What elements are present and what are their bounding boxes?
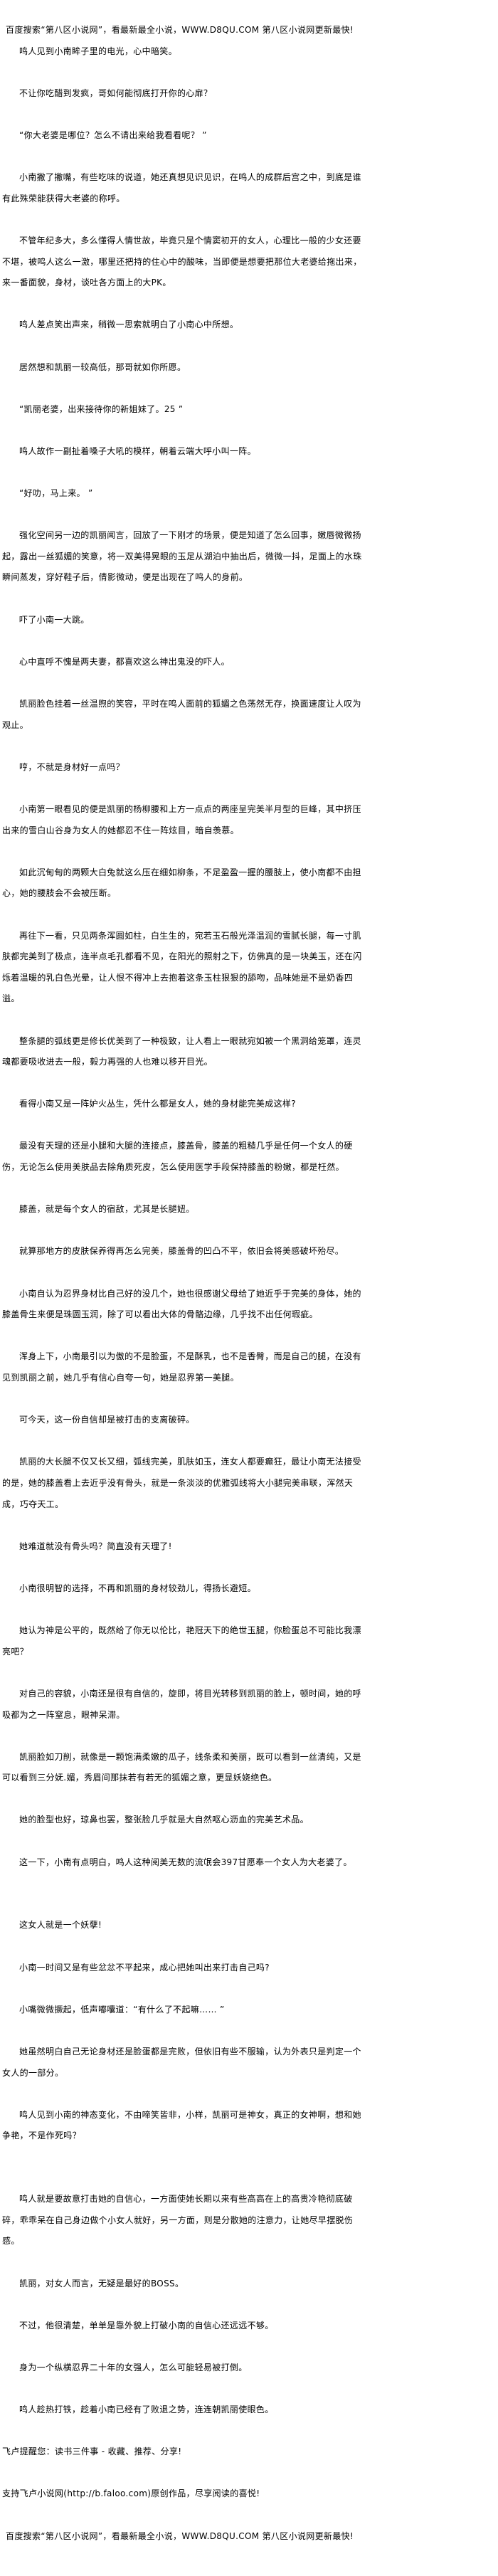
paragraph: 这女人就是一个妖孽! [19, 1920, 102, 1931]
paragraph: 鸣人差点笑出声来，稍微一思索就明白了小南心中所想。 [19, 320, 239, 330]
paragraph: 小南第一眼看见的便是凯丽的杨柳腰和上方一点点的两座呈完美半月型的巨峰，其中挤压出… [2, 803, 361, 835]
paragraph: 凯丽脸色挂着一丝温煦的笑容，平时在鸣人面前的狐媚之色荡然无存，换面速度让人叹为观… [2, 699, 361, 730]
paragraph: 心中直呼不愧是两夫妻，都喜欢这么神出鬼没的吓人。 [19, 656, 230, 667]
paragraph: 不管年纪多大，多么懂得人情世故，毕竟只是个情窦初开的女人，心理比一般的少女还要不… [2, 235, 362, 288]
paragraph: 小南撇了撇嘴，有些吃味的说道，她还真想见识见识，在鸣人的成群后宫之中，到底是谁有… [2, 172, 361, 204]
paragraph: 吓了小南一大跳。 [19, 614, 90, 625]
site-banner-top: 百度搜索“第八区小说网”，看最新最全小说，WWW.D8QU.COM 第八区小说网… [6, 25, 354, 35]
paragraph: 鸣人故作一副扯着嗓子大吼的模样，朝着云端大呼小叫一阵。 [19, 445, 256, 456]
paragraph: 小南很明智的选择，不再和凯丽的身材较劲儿，得扬长避短。 [19, 1583, 256, 1593]
paragraph: “凯丽老婆，出来接待你的新姐妹了。25 ” [19, 403, 184, 414]
paragraph: 可今天，这一份自信却是被打击的支离破碎。 [19, 1415, 195, 1425]
paragraph: 小南自认为忍界身材比自己好的没几个，她也很感谢父母给了她近乎于完美的身体，她的膝… [2, 1288, 361, 1320]
paragraph: 她难道就没有骨头吗？简直没有天理了! [19, 1541, 172, 1551]
paragraph: 对自己的容貌，小南还是很有自信的，旋即，将目光转移到凯丽的脸上，顿时间，她的呼吸… [2, 1688, 361, 1720]
paragraph: “你大老婆是哪位？怎么不请出来给我看看呢？ ” [19, 130, 207, 140]
paragraph: 整条腿的弧线更是修长优美到了一种极致，让人看上一眼就宛如被一个黑洞给笼罩，连灵魂… [2, 1035, 361, 1067]
site-banner-bottom: 百度搜索“第八区小说网”，看最新最全小说，WWW.D8QU.COM 第八区小说网… [6, 2530, 354, 2541]
paragraph: 看得小南又是一阵妒火丛生，凭什么都是女人，她的身材能完美成这样? [19, 1099, 296, 1109]
paragraph: 凯丽的大长腿不仅又长又细，弧线完美，肌肤如玉，连女人都要癫狂，最让小南无法接受的… [2, 1457, 361, 1509]
paragraph: 居然想和凯丽一较高低，那哥就如你所愿。 [19, 361, 186, 372]
paragraph: 小嘴微微撅起，低声嘟囔道：“有什么了不起嘛…… ” [19, 2004, 225, 2015]
paragraph: 凯丽脸如刀削，就像是一颗饱满柔嫩的瓜子，线条柔和美丽，既可以看到一丝清纯，又是可… [2, 1751, 361, 1783]
paragraph: 身为一个纵横忍界二十年的女强人，怎么可能轻易被打倒。 [19, 2362, 248, 2372]
reading-reminder: 飞卢提醒您：读书三件事 - 收藏、推荐、分享! [2, 2446, 182, 2457]
paragraph: 就算那地方的皮肤保养得再怎么完美，膝盖骨的凹凸不平，依旧会将美感破坏殆尽。 [19, 1246, 344, 1257]
paragraph: 不让你吃醋到发疯，哥如何能彻底打开你的心扉？ [19, 88, 213, 98]
paragraph: 鸣人趁热打铁，趁着小南已经有了败退之势，连连朝凯丽使眼色。 [19, 2405, 274, 2415]
paragraph: 她认为神是公平的，既然给了你无以伦比，艳冠天下的绝世玉腿，你脸蛋总不可能比我漂亮… [2, 1625, 361, 1657]
paragraph: 浑身上下，小南最引以为傲的不是脸蛋，不是酥乳，也不是香臀，而是自己的腿，在没有见… [2, 1351, 361, 1383]
paragraph: 最没有天理的还是小腿和大腿的连接点，膝盖骨，膝盖的粗糙几乎是任何一个女人的硬伤，… [2, 1141, 353, 1173]
paragraph: “好叻，马上来。 ” [19, 488, 93, 499]
paragraph: 如此沉甸甸的两颗大白兔就这么压在细如柳条，不足盈盈一握的腰肢上，使小南都不由担心… [2, 867, 361, 899]
chapter-document: 百度搜索“第八区小说网”，看最新最全小说，WWW.D8QU.COM 第八区小说网… [2, 20, 365, 2568]
paragraph: 凯丽，对女人而言，无疑是最好的BOSS。 [19, 2278, 184, 2289]
paragraph: 她的脸型也好，琼鼻也罢，整张脸几乎就是大自然呕心沥血的完美艺术品。 [19, 1815, 309, 1825]
paragraph: 小南一时间又是有些忿忿不平起来，成心把她叫出来打击自己吗? [19, 1962, 270, 1973]
paragraph: 这一下，小南有点明白，鸣人这种阅美无数的流氓会397甘愿奉一个女人为大老婆了。 [19, 1857, 352, 1867]
chapter-body: 鸣人见到小南眸子里的电光，心中暗笑。不让你吃醋到发疯，哥如何能彻底打开你的心扉？… [2, 41, 365, 2421]
paragraph: 哼，不就是身材好一点吗？ [19, 761, 124, 772]
paragraph: 她虽然明白自己无论身材还是脸蛋都是完败，但依旧有些不服输，认为外表只是判定一个女… [2, 2047, 361, 2078]
paragraph: 鸣人见到小南眸子里的电光，心中暗笑。 [19, 46, 177, 56]
paragraph: 鸣人见到小南的神态变化，不由啼笑皆非，小样，凯丽可是神女，真正的女神啊，想和她争… [2, 2109, 361, 2141]
paragraph: 膝盖，就是每个女人的宿敌，尤其是长腿妞。 [19, 1204, 195, 1215]
support-notice: 支持飞卢小说网(http://b.faloo.com)原创作品，尽享阅读的喜悦! [2, 2488, 260, 2499]
paragraph: 再往下一看，只见两条浑圆如柱，白生生的，宛若玉石般光泽温润的雪腻长腿，每一寸肌肤… [2, 930, 362, 1004]
paragraph: 不过，他很清楚，单单是靠外貌上打破小南的自信心还远远不够。 [19, 2320, 274, 2330]
paragraph: 强化空间另一边的凯丽闻言，回放了一下刚才的场景，便是知道了怎么回事，嫩唇微微扬起… [2, 530, 362, 583]
paragraph: 鸣人就是要故意打击她的自信心，一方面使她长期以来有些高高在上的高贵冷艳彻底破碎，… [2, 2194, 354, 2247]
